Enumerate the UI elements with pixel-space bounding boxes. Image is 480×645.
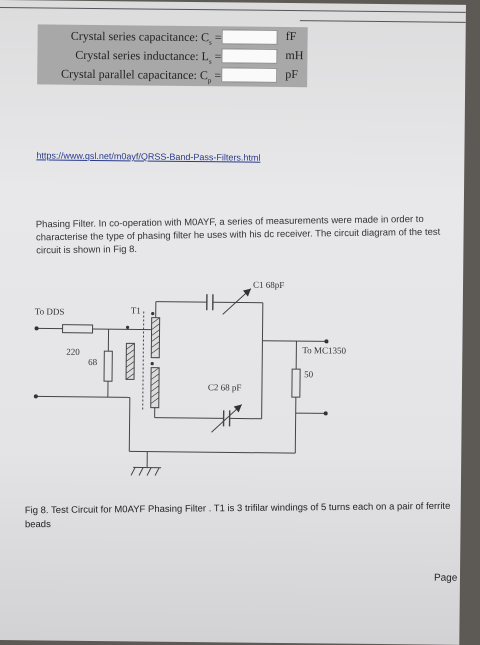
figure-caption: Fig 8. Test Circuit for M0AYF Phasing Fi…	[25, 500, 466, 533]
winding-dot-left	[126, 326, 129, 329]
crystal-ls-unit: mH	[285, 48, 303, 63]
terminal-dds-in	[35, 326, 39, 330]
crystal-row-cp: Crystal parallel capacitance: Cp = pF	[37, 64, 307, 87]
top-rule-1	[0, 7, 466, 13]
page-number: Page 2	[434, 573, 466, 584]
crystal-ls-input[interactable]	[221, 48, 277, 64]
label-t1: T1	[131, 305, 141, 315]
document-page: Crystal series capacitance: Cs = fF Crys…	[0, 0, 466, 645]
resistor-220	[63, 325, 93, 333]
crystal-cs-unit: fF	[286, 29, 297, 44]
winding-dot-bottom	[151, 362, 154, 365]
terminal-dds-gnd	[34, 394, 38, 398]
winding-dot-top	[151, 312, 154, 315]
transformer-winding-top	[151, 318, 159, 358]
label-c2: C2 68 pF	[208, 382, 242, 392]
crystal-cs-input[interactable]	[222, 29, 278, 45]
label-c1: C1 68pF	[253, 280, 284, 290]
crystal-parameters-form: Crystal series capacitance: Cs = fF Crys…	[37, 24, 308, 87]
terminal-mc-out	[324, 339, 328, 343]
crystal-cs-label: Crystal series capacitance: Cs =	[71, 29, 222, 47]
label-r50: 50	[304, 369, 314, 379]
transformer-winding-bottom	[151, 368, 159, 408]
crystal-ls-label: Crystal series inductance: Ls =	[75, 48, 221, 66]
phasing-filter-paragraph: Phasing Filter. In co-operation with M0A…	[36, 213, 457, 258]
label-r220: 220	[66, 347, 80, 357]
label-to-mc1350: To MC1350	[302, 345, 346, 355]
terminal-mc-gnd	[324, 411, 328, 415]
crystal-cp-input[interactable]	[221, 67, 277, 83]
label-to-dds: To DDS	[35, 306, 65, 316]
crystal-cp-label: Crystal parallel capacitance: Cp =	[61, 67, 221, 85]
resistor-68	[104, 351, 112, 381]
resistor-50	[292, 369, 300, 397]
top-rule-2	[300, 20, 466, 23]
label-r68: 68	[88, 357, 98, 367]
qrss-filters-link[interactable]: https://www.qsl.net/m0ayf/QRSS-Band-Pass…	[36, 150, 260, 162]
crystal-cp-unit: pF	[285, 67, 298, 82]
phasing-filter-circuit-diagram: C1 68pF C2 68 pF T1 To DDS To MC1350 220…	[0, 270, 463, 505]
